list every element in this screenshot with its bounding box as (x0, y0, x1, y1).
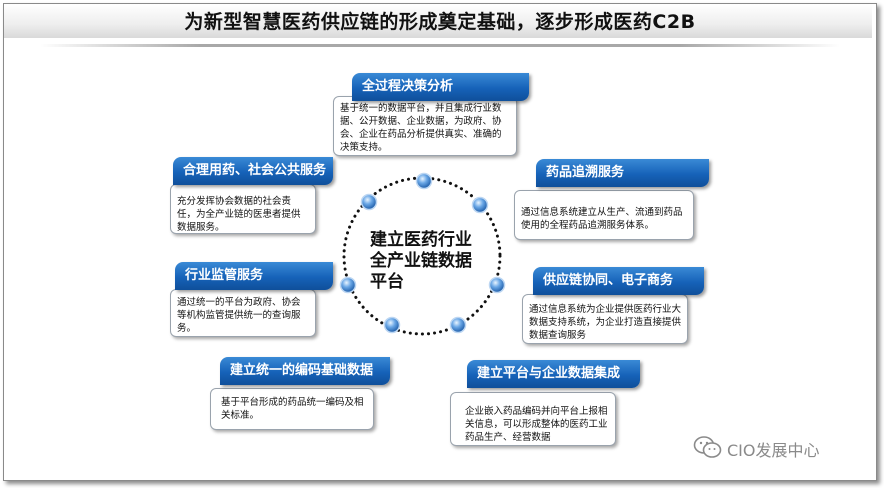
supply-body: 通过信息系统为企业提供医药行业大数据支持系统，为企业打造直接提供数据查询服务 (529, 304, 682, 341)
public-header: 合理用药、社会公共服务 (173, 157, 333, 185)
coding-card: 基于平台形成的药品统一编码及相关标准。 (210, 388, 374, 430)
watermark-text: CIO发展中心 (727, 441, 820, 460)
ring-node (415, 172, 433, 190)
decision-body: 基于统一的数据平台，并且集成行业数据、公开数据、企业数据，为政府、协会、企业在药… (340, 103, 502, 153)
integration-header: 建立平台与企业数据集成 (467, 360, 640, 388)
ring-node (360, 193, 378, 211)
public-body: 充分发挥协会数据的社会责任，为全产业链的医患者提供数据服务。 (177, 196, 301, 233)
center-line-3: 平台 (370, 272, 404, 292)
trace-card: 通过信息系统建立从生产、流通到药品使用的全程药品追溯服务体系。 (514, 190, 694, 240)
trace-body: 通过信息系统建立从生产、流通到药品使用的全程药品追溯服务体系。 (521, 207, 683, 231)
ring-node (488, 276, 506, 294)
coding-header: 建立统一的编码基础数据 (220, 357, 390, 385)
integration-card: 企业嵌入药品编码并向平台上报相关信息，可以形成整体的医药工业药品生产、经营数据 (450, 392, 616, 446)
center-line-1: 建立医药行业 (370, 230, 472, 250)
supply-title: 供应链协同、电子商务 (543, 273, 674, 288)
supply-card: 通过信息系统为企业提供医药行业大数据支持系统，为企业打造直接提供数据查询服务 (522, 294, 688, 344)
decision-card: 基于统一的数据平台，并且集成行业数据、公开数据、企业数据，为政府、协会、企业在药… (333, 96, 517, 156)
public-card: 充分发挥协会数据的社会责任，为全产业链的医患者提供数据服务。 (170, 184, 316, 234)
coding-title: 建立统一的编码基础数据 (230, 363, 374, 378)
trace-header: 药品追溯服务 (536, 159, 709, 187)
integration-title: 建立平台与企业数据集成 (477, 366, 621, 381)
ring-node (471, 196, 489, 214)
slide-title: 为新型智慧医药供应链的形成奠定基础，逐步形成医药C2B (184, 11, 696, 33)
title-divider (40, 44, 840, 47)
center-label: 建立医药行业 全产业链数据 平台 (370, 230, 490, 293)
coding-body: 基于平台形成的药品统一编码及相关标准。 (221, 397, 364, 421)
supervision-card: 通过统一的平台为政府、协会等机构监管提供统一的查询服务。 (170, 289, 316, 337)
trace-title: 药品追溯服务 (546, 165, 625, 180)
ring-node (449, 316, 467, 334)
supervision-header: 行业监管服务 (175, 262, 333, 290)
supply-header: 供应链协同、电子商务 (533, 267, 704, 295)
public-title: 合理用药、社会公共服务 (183, 163, 327, 178)
supervision-body: 通过统一的平台为政府、协会等机构监管提供统一的查询服务。 (177, 297, 301, 334)
ring-node (383, 316, 401, 334)
center-line-2: 全产业链数据 (370, 251, 472, 271)
integration-body: 企业嵌入药品编码并向平台上报相关信息，可以形成整体的医药工业药品生产、经营数据 (465, 406, 608, 443)
wechat-icon (693, 436, 722, 458)
decision-title: 全过程决策分析 (362, 79, 454, 94)
title-bar (4, 4, 872, 38)
supervision-title: 行业监管服务 (185, 268, 264, 283)
ring-node (339, 276, 357, 294)
decision-header: 全过程决策分析 (352, 73, 529, 101)
